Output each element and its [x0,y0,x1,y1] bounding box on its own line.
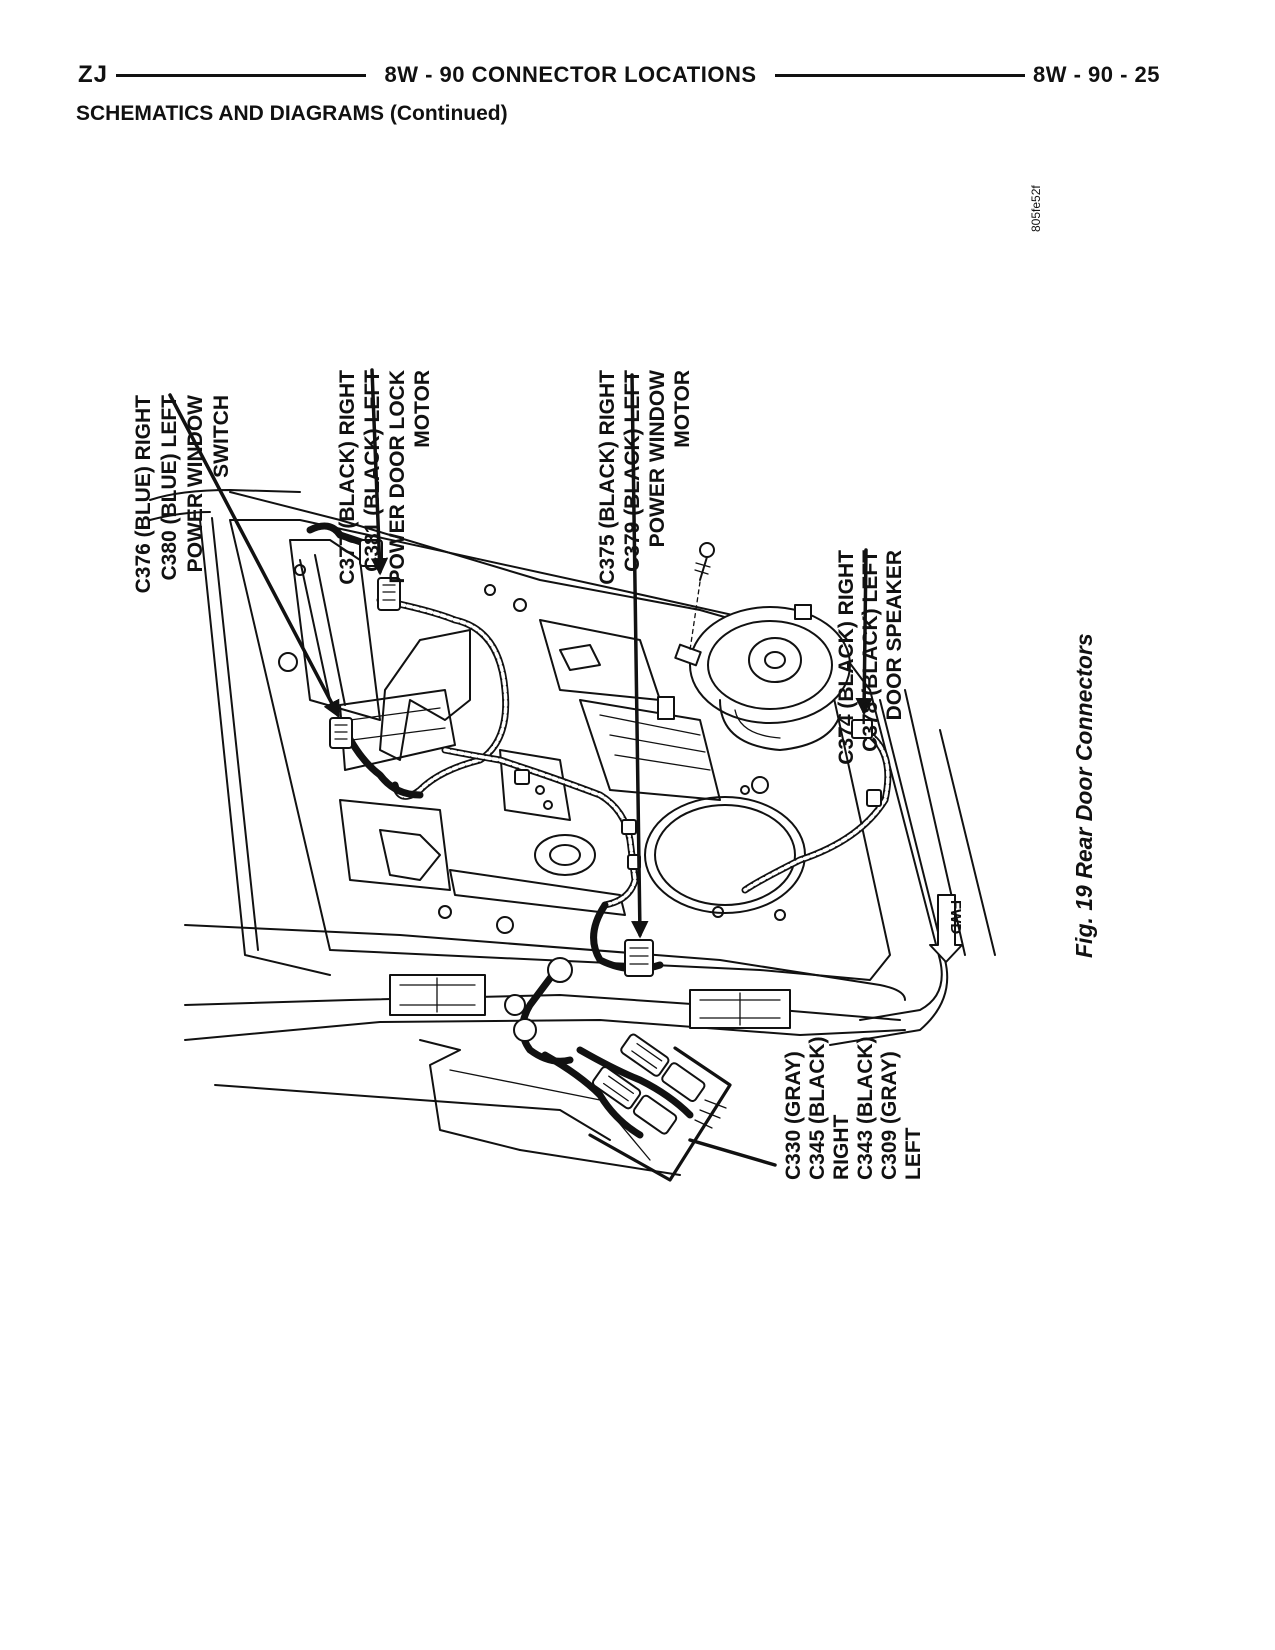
connector-door-speaker [851,719,873,739]
figure-caption: Fig. 19 Rear Door Connectors [1071,633,1097,958]
callout-body-connectors-line-4: C343 (BLACK) [854,1036,877,1180]
wire-harness [306,522,892,1139]
callout-power-window-switch-line-1: C376 (BLUE) RIGHT [132,395,155,594]
callout-power-window-motor-line-4: MOTOR [671,370,694,448]
callout-power-window-motor-line-3: POWER WINDOW [646,370,669,547]
page-header: ZJ 8W - 90 CONNECTOR LOCATIONS 8W - 90 -… [78,58,1160,92]
callout-power-window-switch-line-2: C380 (BLUE) LEFT [158,395,181,581]
connector-power-door-lock-motor [377,577,401,611]
connectors [329,539,882,1135]
callout-door-speaker-line-1: C374 (BLACK) RIGHT [835,550,858,765]
callout-power-window-motor-line-1: C375 (BLACK) RIGHT [596,370,619,585]
leader-power-window-motor [630,373,649,939]
leader-power-window-switch [168,393,340,719]
leader-lines [168,368,873,1182]
section-subtitle: SCHEMATICS AND DIAGRAMS (Continued) [76,102,508,125]
callout-power-window-switch-line-3: POWER WINDOW [184,395,207,572]
callout-power-door-lock-motor-line-3: POWER DOOR LOCK [386,370,409,584]
door-shell [149,489,996,1176]
connector-power-window-switch [329,717,353,749]
callout-power-window-switch-line-4: SWITCH [210,395,233,478]
callout-body-connectors-line-6: LEFT [902,1127,925,1180]
leader-power-door-lock-motor [370,368,389,576]
callout-body-connectors-line-5: C309 (GRAY) [878,1051,901,1180]
door-speaker-assembly [644,542,851,921]
callout-body-connectors-line-3: RIGHT [830,1115,853,1181]
callout-power-door-lock-motor-line-4: MOTOR [411,370,434,448]
leader-door-speaker [855,548,873,716]
header-page-number: 8W - 90 - 25 [1032,62,1161,87]
callout-door-speaker-line-2: C378 (BLACK) LEFT [859,550,882,752]
callout-power-door-lock-motor-line-2: C381 (BLACK) LEFT [361,370,384,572]
callout-body-connectors-line-2: C345 (BLACK) [806,1036,829,1180]
body-connectors-bracket [588,1046,732,1182]
callout-body-connectors-line-1: C330 (GRAY) [782,1051,805,1180]
image-code: 805fe52f [1029,185,1043,232]
header-section-title: 8W - 90 CONNECTOR LOCATIONS [384,62,757,87]
header-rule-left [116,73,367,77]
callout-door-speaker-line-3: DOOR SPEAKER [883,550,906,720]
connector-power-window-motor [624,939,654,977]
fwd-label: FWD [947,900,964,934]
header-model-code: ZJ [78,61,109,88]
fwd-indicator: FWD [929,894,964,963]
callout-power-window-motor-line-2: C379 (BLACK) LEFT [621,370,644,572]
leader-body-connectors [688,1138,777,1167]
callout-power-door-lock-motor-line-1: C377 (BLACK) RIGHT [336,370,359,585]
header-rule-right [774,73,1025,77]
